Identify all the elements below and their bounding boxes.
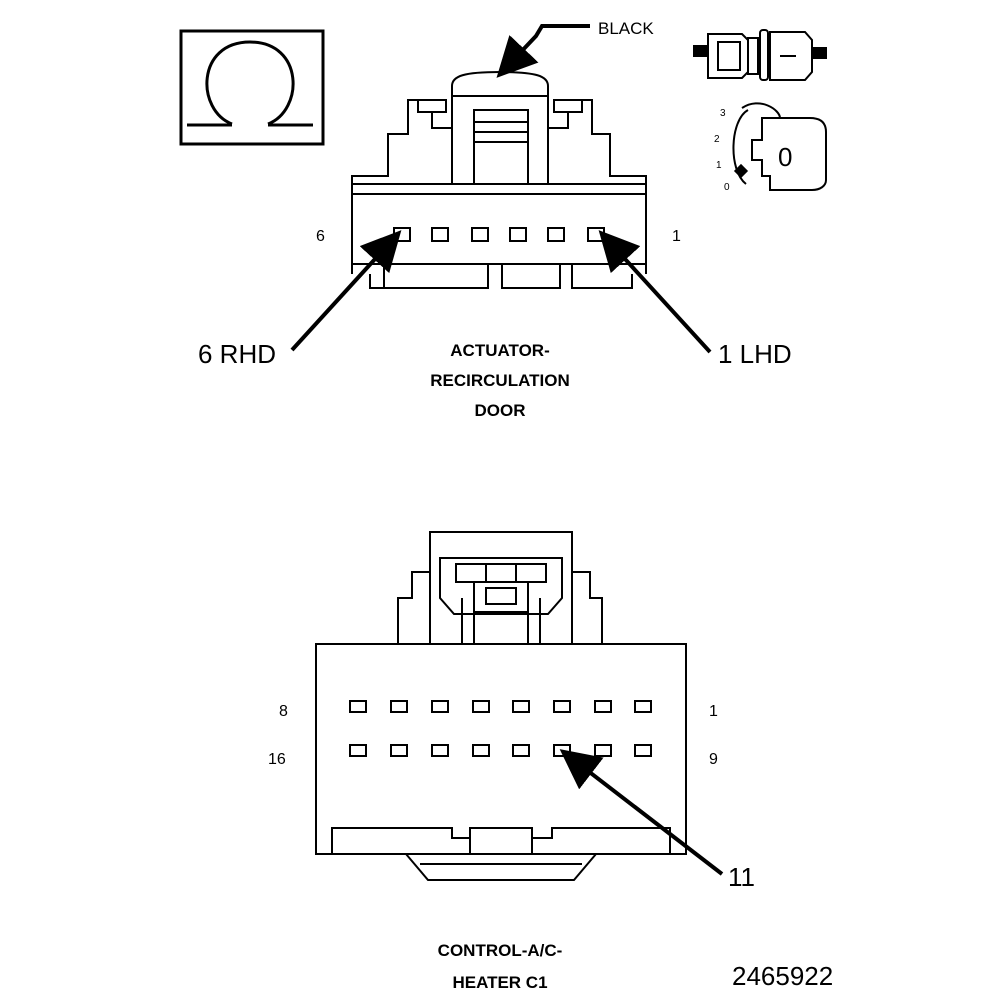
- control-cavities-row-1: [349, 700, 652, 713]
- ignition-position-2: 2: [714, 134, 720, 145]
- control-cavity-10: [594, 744, 612, 757]
- actuator-left-pin-number: 6: [316, 228, 325, 245]
- actuator-title-line-1: ACTUATOR-: [450, 341, 549, 360]
- actuator-cavities: [393, 227, 605, 242]
- control-cavity-16: [349, 744, 367, 757]
- ignition-position-0: 0: [724, 182, 730, 193]
- control-title-line-1: CONTROL-A/C-: [438, 941, 563, 960]
- control-cavity-9: [634, 744, 652, 757]
- ignition-key-icon: 3 2 1 0 0: [714, 102, 827, 193]
- connector-side-view-icon: [693, 29, 827, 81]
- control-cavity-3: [553, 700, 571, 713]
- control-cavity-4: [512, 700, 530, 713]
- rhd-callout-arrow: [290, 230, 402, 352]
- control-cavity-6: [431, 700, 449, 713]
- control-cavity-13: [472, 744, 490, 757]
- actuator-cavity-1: [587, 227, 605, 242]
- actuator-right-pin-number: 1: [672, 228, 681, 245]
- actuator-cavity-4: [471, 227, 489, 242]
- control-cavities-row-2: [349, 744, 652, 757]
- control-connector-body: [315, 531, 687, 881]
- ignition-position-3: 3: [720, 108, 726, 119]
- control-cavity-14: [431, 744, 449, 757]
- pin-11-callout-arrow: [559, 749, 724, 876]
- control-title-line-2: HEATER C1: [452, 973, 547, 992]
- figure-number: 2465922: [732, 961, 833, 991]
- actuator-cavity-6: [393, 227, 411, 242]
- control-cavity-12: [512, 744, 530, 757]
- pin-11-callout-label: 11: [728, 862, 755, 892]
- rhd-callout-label: 6 RHD: [198, 339, 276, 369]
- control-row2-right-pin-number: 9: [709, 751, 718, 768]
- control-cavity-1: [634, 700, 652, 713]
- color-label: BLACK: [598, 19, 654, 38]
- actuator-title-line-2: RECIRCULATION: [430, 371, 569, 390]
- actuator-title-line-3: DOOR: [475, 401, 526, 420]
- control-cavity-15: [390, 744, 408, 757]
- actuator-cavity-3: [509, 227, 527, 242]
- control-cavity-7: [390, 700, 408, 713]
- actuator-connector-body: [351, 70, 647, 289]
- actuator-cavity-2: [547, 227, 565, 242]
- lhd-callout-arrow: [598, 230, 712, 354]
- control-row1-right-pin-number: 1: [709, 703, 718, 720]
- control-cavity-5: [472, 700, 490, 713]
- control-cavity-2: [594, 700, 612, 713]
- lhd-callout-label: 1 LHD: [718, 339, 792, 369]
- ignition-key-label: 0: [778, 142, 792, 172]
- control-row1-left-pin-number: 8: [279, 703, 288, 720]
- control-row2-left-pin-number: 16: [268, 751, 286, 768]
- actuator-cavity-5: [431, 227, 449, 242]
- ohm-symbol-icon: [179, 29, 325, 146]
- control-cavity-8: [349, 700, 367, 713]
- black-color-leader: [496, 24, 590, 78]
- ignition-position-1: 1: [716, 160, 722, 171]
